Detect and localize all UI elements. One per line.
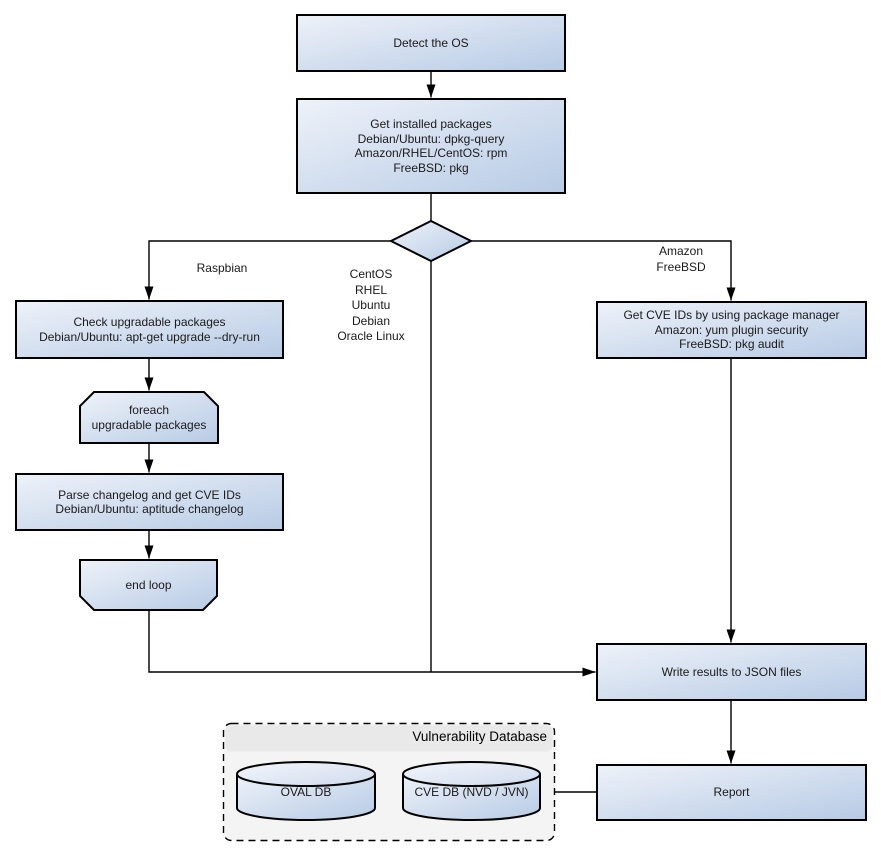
end-loop-shape — [79, 559, 218, 611]
check-upgradable-packages-node-shape — [15, 300, 284, 359]
oval-db-cylinder-body — [236, 774, 376, 821]
vulnerability-database-title: Vulnerability Database — [412, 729, 547, 744]
edge-endloop-to-write-results — [148, 610, 596, 677]
report-node-shape — [596, 764, 867, 821]
vulnerability-database-header-band — [225, 725, 553, 752]
get-installed-packages-node-shape — [296, 98, 566, 194]
write-results-json-node-shape — [596, 643, 867, 701]
branch-label-raspbian: Raspbian — [196, 261, 248, 275]
edge-decision-to-get-cve-ids — [471, 240, 736, 301]
parse-changelog-node-shape — [15, 473, 284, 531]
get-cve-ids-package-manager-node-shape — [596, 301, 867, 359]
foreach-loop-start-shape — [79, 391, 219, 444]
cve-db-cylinder-top — [402, 761, 541, 787]
oval-db-cylinder-top — [236, 761, 376, 787]
branch-label-amazon-group: Amazon FreeBSD — [656, 244, 706, 274]
os-decision-diamond — [388, 219, 474, 263]
edge-decision-to-check-upgradable — [144, 240, 391, 300]
branch-label-centos-group: CentOS RHEL Ubuntu Debian Oracle Linux — [337, 267, 405, 343]
detect-os-node-shape — [296, 14, 566, 72]
cve-db-cylinder-body — [402, 774, 541, 821]
